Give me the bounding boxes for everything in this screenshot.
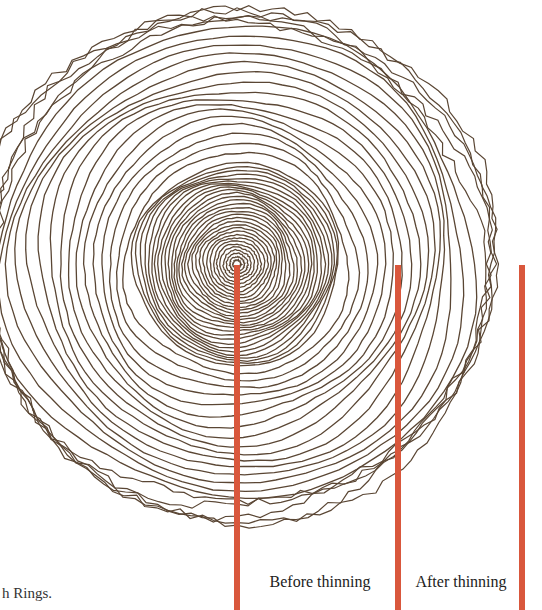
ring-line: [0, 36, 464, 491]
bark: [0, 6, 499, 529]
ring-line: [15, 53, 445, 475]
ring-line: [60, 92, 420, 447]
ring-line: [26, 61, 441, 466]
caption-fragment: h Rings.: [2, 584, 52, 602]
marker-bar: [234, 265, 240, 610]
ring-line: [0, 16, 499, 529]
bar-label: After thinning: [406, 572, 516, 591]
bar-label: Before thinning: [262, 572, 378, 591]
ring-line: [69, 100, 412, 439]
marker-bar: [395, 265, 401, 610]
ring-line: [0, 6, 497, 524]
marker-bar: [519, 265, 525, 610]
